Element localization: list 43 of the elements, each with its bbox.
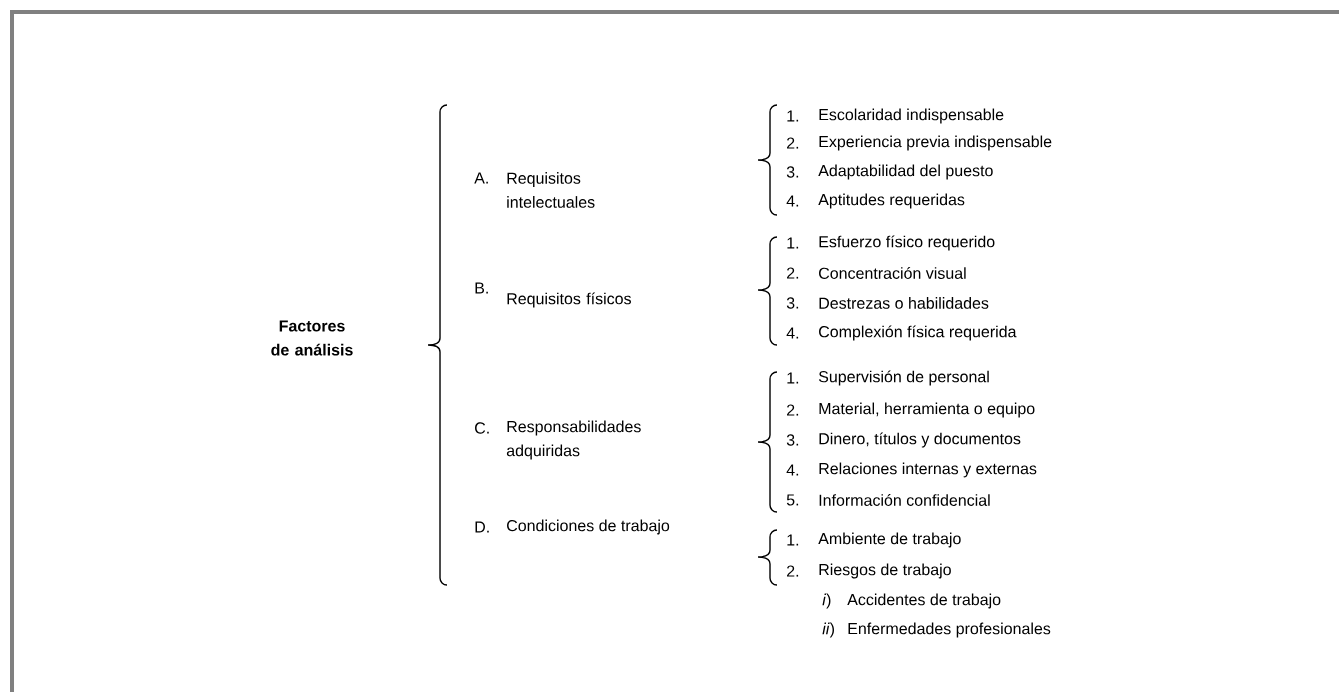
category-label: Requisitos intelectuales: [507, 172, 595, 208]
list-number: 2.: [787, 137, 799, 149]
list-number: 3.: [786, 297, 799, 309]
list-number: A.: [474, 172, 488, 184]
list-item: Complexión física requerida: [819, 325, 1017, 341]
list-item: Ambiente de trabajo: [818, 532, 961, 548]
list-item: Aptitudes requeridas: [818, 193, 965, 209]
list-number: B.: [475, 282, 488, 294]
list-number: 2.: [787, 404, 799, 416]
list-number: C.: [475, 422, 489, 434]
list-number: 1.: [787, 372, 799, 384]
list-item: Información confidencial: [819, 494, 990, 506]
list-item: Supervisión de personal: [818, 370, 989, 386]
list-item: Concentración visual: [819, 267, 966, 279]
list-number: 4.: [786, 327, 799, 339]
list-number: 2.: [787, 267, 799, 279]
list-number: 2.: [787, 565, 799, 577]
list-number: 3.: [786, 434, 799, 446]
list-number: 1.: [787, 110, 799, 122]
list-number: 1.: [787, 534, 799, 546]
list-number: ii): [822, 622, 834, 638]
list-item: Relaciones internas y externas: [819, 462, 1037, 478]
category-label: Responsabilidades adquiridas: [506, 420, 641, 460]
list-item: Experiencia previa indispensable: [819, 135, 1052, 151]
category-label: Requisitos físicos: [507, 292, 631, 308]
list-number: 4.: [786, 464, 799, 476]
list-number: 4.: [786, 195, 799, 207]
list-number: 5.: [786, 494, 799, 506]
list-item: Adaptabilidad del puesto: [818, 164, 993, 180]
category-label: Condiciones de trabajo: [507, 519, 670, 535]
list-item: Escolaridad indispensable: [819, 108, 1004, 124]
list-item: Material, herramienta o equipo: [819, 402, 1035, 418]
list-number: i): [822, 593, 831, 609]
list-number: 1.: [787, 237, 799, 249]
list-item: Dinero, títulos y documentos: [819, 432, 1021, 448]
list-item: Enfermedades profesionales: [848, 622, 1051, 638]
list-item: Esfuerzo físico requerido: [819, 235, 995, 251]
list-item: Destrezas o habilidades: [819, 297, 989, 309]
list-number: D.: [475, 521, 489, 533]
list-item: Accidentes de trabajo: [847, 593, 1001, 609]
list-item: Riesgos de trabajo: [819, 563, 951, 579]
heading: Factores de análisis: [271, 320, 353, 356]
list-number: 3.: [786, 166, 799, 178]
